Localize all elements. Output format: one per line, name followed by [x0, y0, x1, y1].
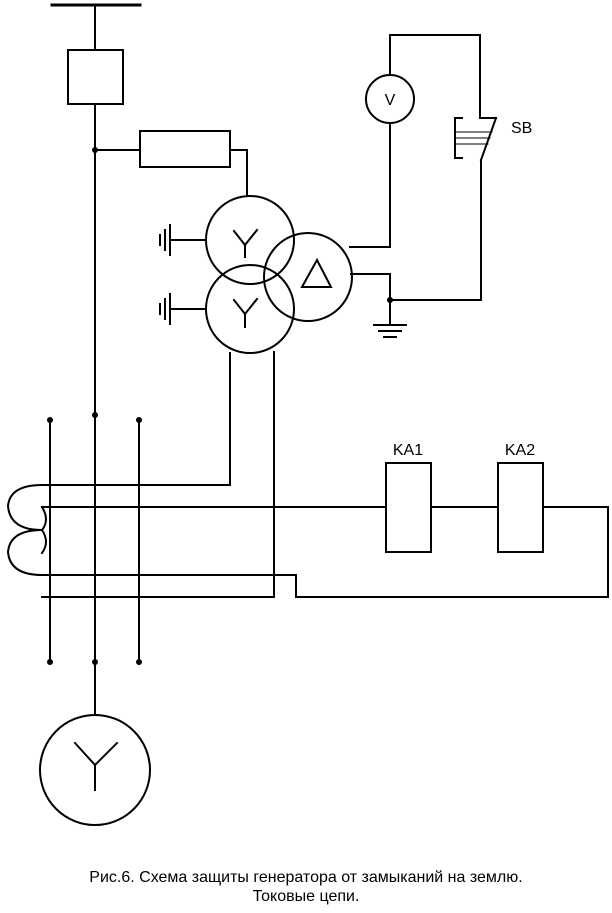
ct-secondary-return	[295, 506, 609, 598]
terminal-dot	[92, 659, 98, 665]
relay-ka2	[497, 462, 544, 553]
generator	[39, 714, 151, 826]
caption-line-2: Токовые цепи.	[252, 888, 360, 905]
voltmeter-top-wire	[389, 34, 481, 119]
fuse	[139, 130, 231, 168]
star-symbol-upper	[232, 228, 259, 258]
delta-symbol	[300, 257, 333, 288]
terminal-dot	[92, 412, 98, 418]
ground-icon-delta	[373, 324, 407, 338]
vt-lead-right	[41, 351, 275, 598]
voltmeter-label: V	[385, 92, 396, 109]
ct-coil-left	[6, 483, 44, 577]
circuit-breaker	[67, 49, 124, 105]
vt-winding-delta	[263, 232, 353, 322]
button-label: SB	[511, 120, 532, 137]
caption-line-1: Рис.6. Схема защиты генератора от замыка…	[89, 869, 523, 886]
vt-lead-left	[41, 352, 231, 486]
terminal-dot	[136, 417, 142, 423]
push-button-sb	[454, 116, 498, 162]
relay-ka1-label: KA1	[393, 442, 423, 459]
button-return-wire	[389, 159, 482, 301]
ground-icon-lower	[159, 293, 207, 325]
relay-ka2-label: KA2	[505, 442, 535, 459]
relay-ka1	[385, 462, 432, 553]
delta-to-voltmeter-wire	[349, 122, 391, 248]
generator-star-symbol	[73, 741, 119, 791]
terminal-dot	[136, 659, 142, 665]
terminal-dot	[47, 417, 53, 423]
ct-coil-inner	[40, 505, 47, 555]
junction-dot	[387, 297, 393, 303]
figure-caption: Рис.6. Схема защиты генератора от замыка…	[0, 868, 612, 906]
delta-ground-wire	[350, 273, 391, 326]
fuse-to-vt-wire	[229, 149, 248, 197]
star-symbol-lower	[232, 297, 259, 328]
ground-icon-upper	[159, 224, 207, 256]
junction-dot	[92, 147, 98, 153]
terminal-dot	[47, 659, 53, 665]
